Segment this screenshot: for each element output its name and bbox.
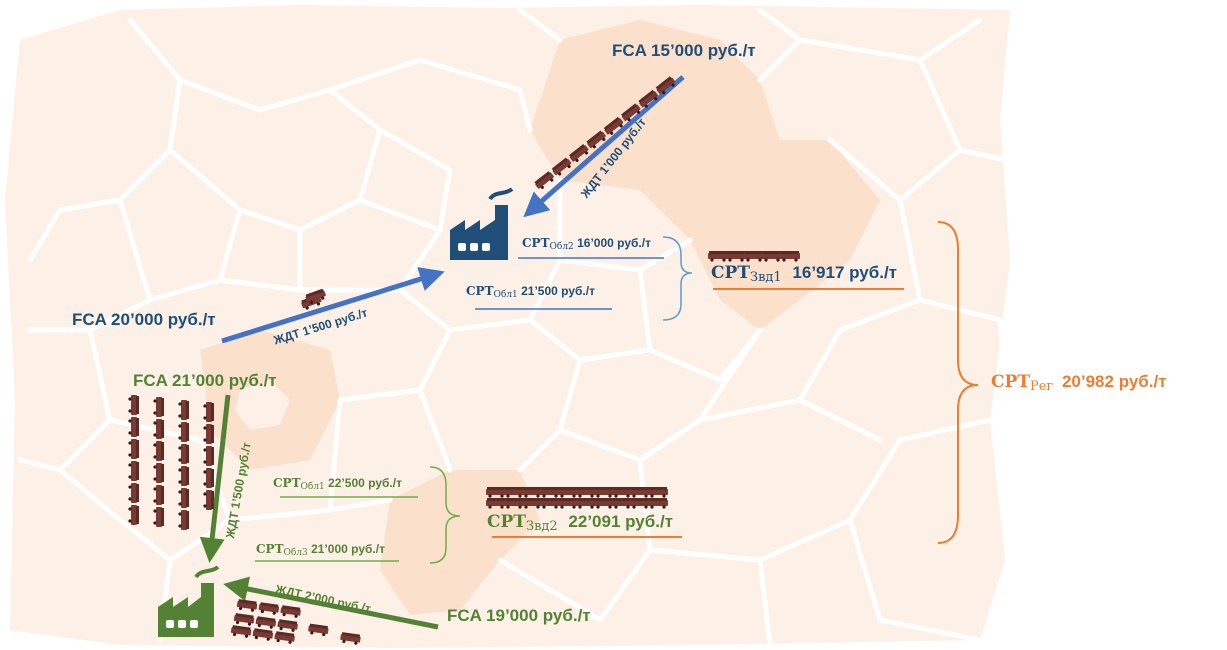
brace-plant1 [662,236,693,321]
srt-zvd1: СРТЗвд1 16’917 руб./т [711,263,898,285]
arrow-southwest-to-plant2 [199,394,231,563]
arrow-west-to-plant1 [221,267,445,344]
region-highlight-south [380,470,540,615]
supplier-price-southwest: FCA 21’000 руб./т [133,371,277,390]
brace-plant2 [429,466,461,564]
srt-obl1-plant1: СРТОбл1 21’500 руб./т [466,284,595,300]
arrow-north-to-plant1 [523,75,685,218]
arrow-south-to-plant2 [223,576,439,630]
factory-icon [158,565,220,637]
srt-obl1-plant2: СРТОбл1 22’500 руб./т [273,476,402,492]
brace-region [937,221,979,544]
supplier-price-north: FCA 15’000 руб./т [612,41,756,60]
srt-zvd2: СРТЗвд2 22’091 руб./т [487,512,674,534]
srt-obl3-plant2: СРТОбл3 21’000 руб./т [256,542,385,558]
supplier-price-west: FCA 20’000 руб./т [72,310,216,329]
factory-icon [450,187,514,260]
srt-region: СРТРег 20’982 руб./т [991,372,1167,394]
srt-obl2-plant1: СРТОбл2 16’000 руб./т [522,236,651,252]
supplier-price-south: FCA 19’000 руб./т [447,606,591,625]
